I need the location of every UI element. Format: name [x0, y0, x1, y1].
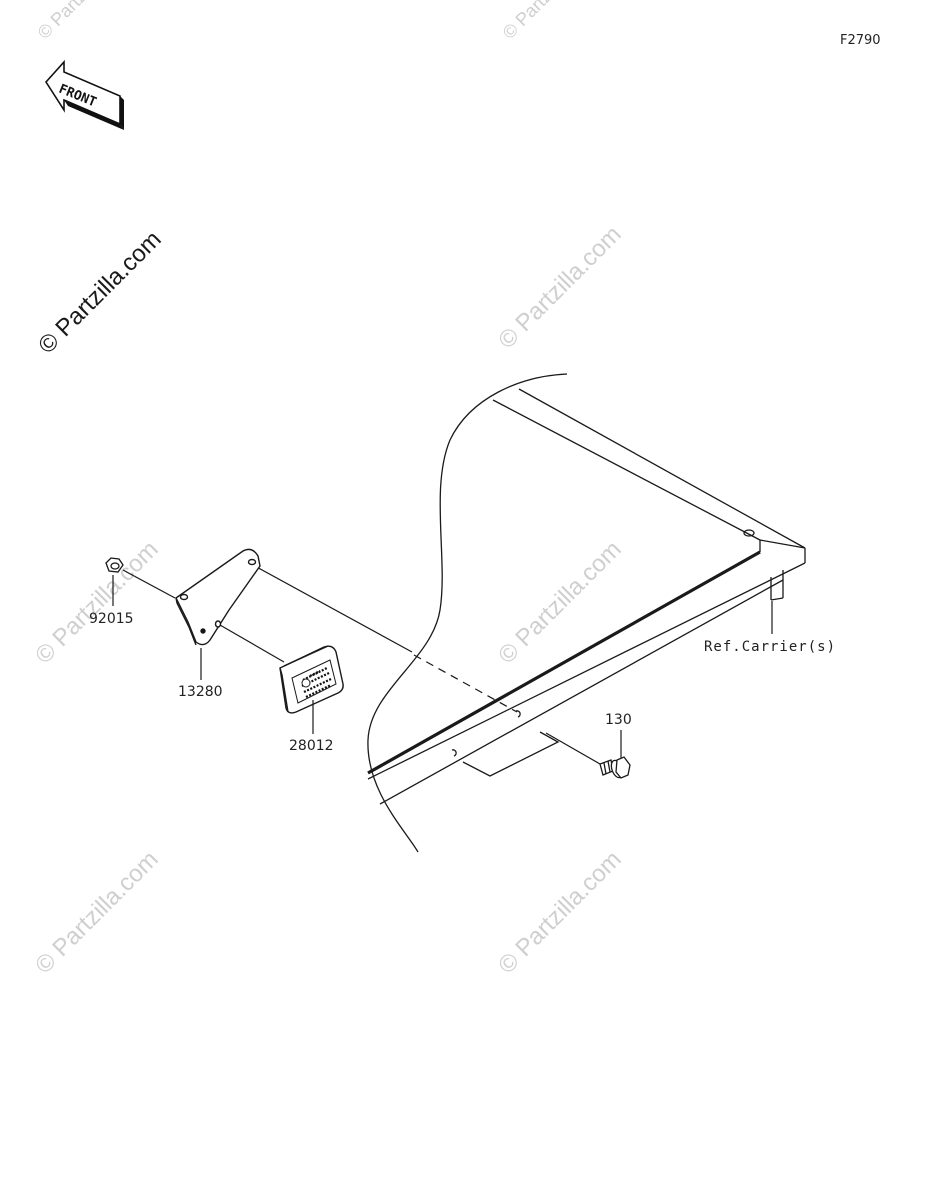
- watermark-text: © Partzilla.com: [493, 536, 626, 669]
- part-label-28012[interactable]: 28012: [289, 738, 334, 754]
- front-arrow-icon: FRONT: [44, 59, 124, 130]
- reference-carrier-label[interactable]: Ref.Carrier(s): [704, 639, 836, 655]
- reflector-bracket-plate-icon[interactable]: [175, 548, 261, 646]
- watermark-text: © Partzilla.com: [493, 846, 626, 979]
- watermark-text: © Partzilla.com: [34, 0, 134, 43]
- partzilla-watermark: © Partzilla.com: [33, 226, 166, 359]
- carrier-reference: [367, 373, 806, 853]
- watermark-text: © Partzilla.com: [30, 846, 163, 979]
- reflector-icon[interactable]: [279, 645, 344, 714]
- watermark-text: © Partzilla.com: [499, 0, 599, 43]
- assembly-lines: [122, 564, 601, 765]
- flange-nut-icon[interactable]: [105, 557, 124, 573]
- flange-bolt-icon[interactable]: [599, 756, 631, 779]
- watermark-text: © Partzilla.com: [30, 536, 163, 669]
- part-label-130[interactable]: 130: [605, 712, 632, 728]
- figure-id: F2790: [840, 33, 881, 48]
- watermark-text: © Partzilla.com: [493, 221, 626, 354]
- part-label-13280[interactable]: 13280: [178, 684, 223, 700]
- watermark-group: © Partzilla.com © Partzilla.com © Partzi…: [30, 0, 626, 979]
- part-label-92015[interactable]: 92015: [89, 611, 134, 627]
